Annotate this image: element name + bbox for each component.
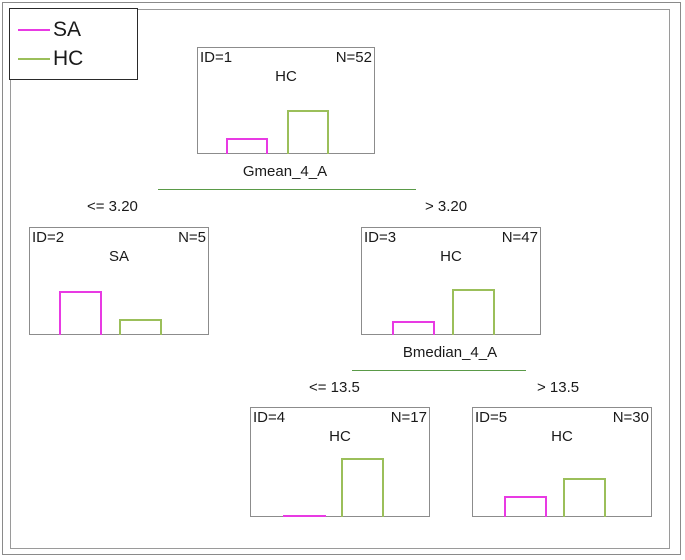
legend: SA HC <box>9 8 138 80</box>
tree-node-5: ID=5 N=30 HC <box>472 407 652 517</box>
bar-hc <box>287 110 329 154</box>
split-variable-label: Bmedian_4_A <box>402 344 498 361</box>
node-id-label: ID=3 <box>364 229 397 246</box>
bar-hc <box>563 478 606 517</box>
bar-hc <box>119 319 162 335</box>
legend-swatch-hc <box>18 58 50 60</box>
node-class-label: HC <box>275 68 297 85</box>
legend-item-hc: HC <box>18 46 83 72</box>
node-class-label: HC <box>329 428 351 445</box>
bar-sa <box>504 496 547 517</box>
edge-label-left: <= 13.5 <box>309 379 360 396</box>
node-count-label: N=52 <box>335 49 372 66</box>
legend-label-hc: HC <box>53 47 84 70</box>
bar-sa <box>226 138 268 154</box>
node-count-label: N=17 <box>390 409 427 426</box>
node-count-label: N=5 <box>178 229 206 246</box>
node-class-label: SA <box>108 248 129 265</box>
node-id-label: ID=4 <box>253 409 286 426</box>
bar-hc <box>452 289 495 335</box>
bar-sa <box>59 291 102 335</box>
tree-node-3: ID=3 N=47 HC <box>361 227 541 335</box>
legend-label-sa: SA <box>53 18 82 41</box>
node-id-label: ID=5 <box>475 409 508 426</box>
plot-area <box>10 9 670 549</box>
bar-sa <box>283 515 326 517</box>
edge-label-right: > 3.20 <box>425 198 468 215</box>
node-id-label: ID=2 <box>32 229 65 246</box>
legend-item-sa: SA <box>18 17 81 43</box>
figure-frame <box>2 2 681 555</box>
bar-sa <box>392 321 435 335</box>
edge-label-right: > 13.5 <box>537 379 580 396</box>
split-variable-label: Gmean_4_A <box>242 163 328 180</box>
tree-node-2: ID=2 N=5 SA <box>29 227 209 335</box>
node-count-label: N=47 <box>501 229 538 246</box>
node-count-label: N=30 <box>612 409 649 426</box>
node-class-label: HC <box>551 428 573 445</box>
legend-swatch-sa <box>18 29 50 31</box>
edge-label-left: <= 3.20 <box>87 198 138 215</box>
tree-node-1: ID=1 N=52 HC <box>197 47 375 154</box>
node-id-label: ID=1 <box>200 49 233 66</box>
bar-hc <box>341 458 384 517</box>
node-class-label: HC <box>440 248 462 265</box>
split-line <box>352 370 526 371</box>
split-line <box>158 189 416 190</box>
tree-node-4: ID=4 N=17 HC <box>250 407 430 517</box>
